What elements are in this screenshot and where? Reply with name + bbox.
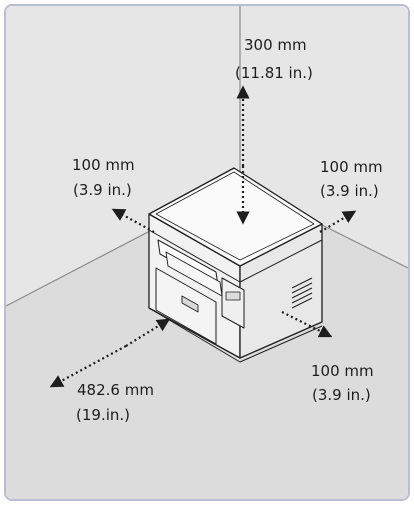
front-clearance-arrow-in bbox=[125, 318, 171, 347]
top-clearance-in: (11.81 in.) bbox=[235, 64, 313, 82]
scanner-band bbox=[148, 229, 323, 283]
rear-clearance-arrow bbox=[281, 311, 333, 338]
right-clearance-mm: 100 mm bbox=[320, 158, 383, 176]
cassette-handle bbox=[181, 295, 199, 313]
top-clearance-mm: 300 mm bbox=[244, 36, 307, 54]
left-clearance-mm: 100 mm bbox=[72, 156, 135, 174]
front-clearance-arrow-out bbox=[49, 345, 127, 388]
control-panel bbox=[221, 277, 245, 329]
printer-clearance-diagram: 300 mm (11.81 in.) 100 mm (3.9 in.) 100 … bbox=[6, 6, 408, 499]
front-clearance-mm: 482.6 mm bbox=[77, 381, 154, 399]
diagram-frame: 300 mm (11.81 in.) 100 mm (3.9 in.) 100 … bbox=[4, 4, 410, 501]
right-clearance-in: (3.9 in.) bbox=[320, 182, 379, 200]
lid-inner-border bbox=[155, 171, 315, 261]
left-clearance-in: (3.9 in.) bbox=[73, 181, 132, 199]
printer-base bbox=[148, 307, 323, 363]
rear-clearance-in: (3.9 in.) bbox=[312, 386, 371, 404]
paper-cassette bbox=[155, 267, 217, 345]
panel-display bbox=[225, 291, 241, 301]
clearance-arrows bbox=[49, 85, 357, 388]
rear-clearance-mm: 100 mm bbox=[311, 362, 374, 380]
right-clearance-arrow bbox=[319, 210, 357, 233]
front-clearance-in: (19.in.) bbox=[76, 406, 130, 424]
side-vent bbox=[291, 277, 313, 309]
printer bbox=[148, 167, 323, 363]
